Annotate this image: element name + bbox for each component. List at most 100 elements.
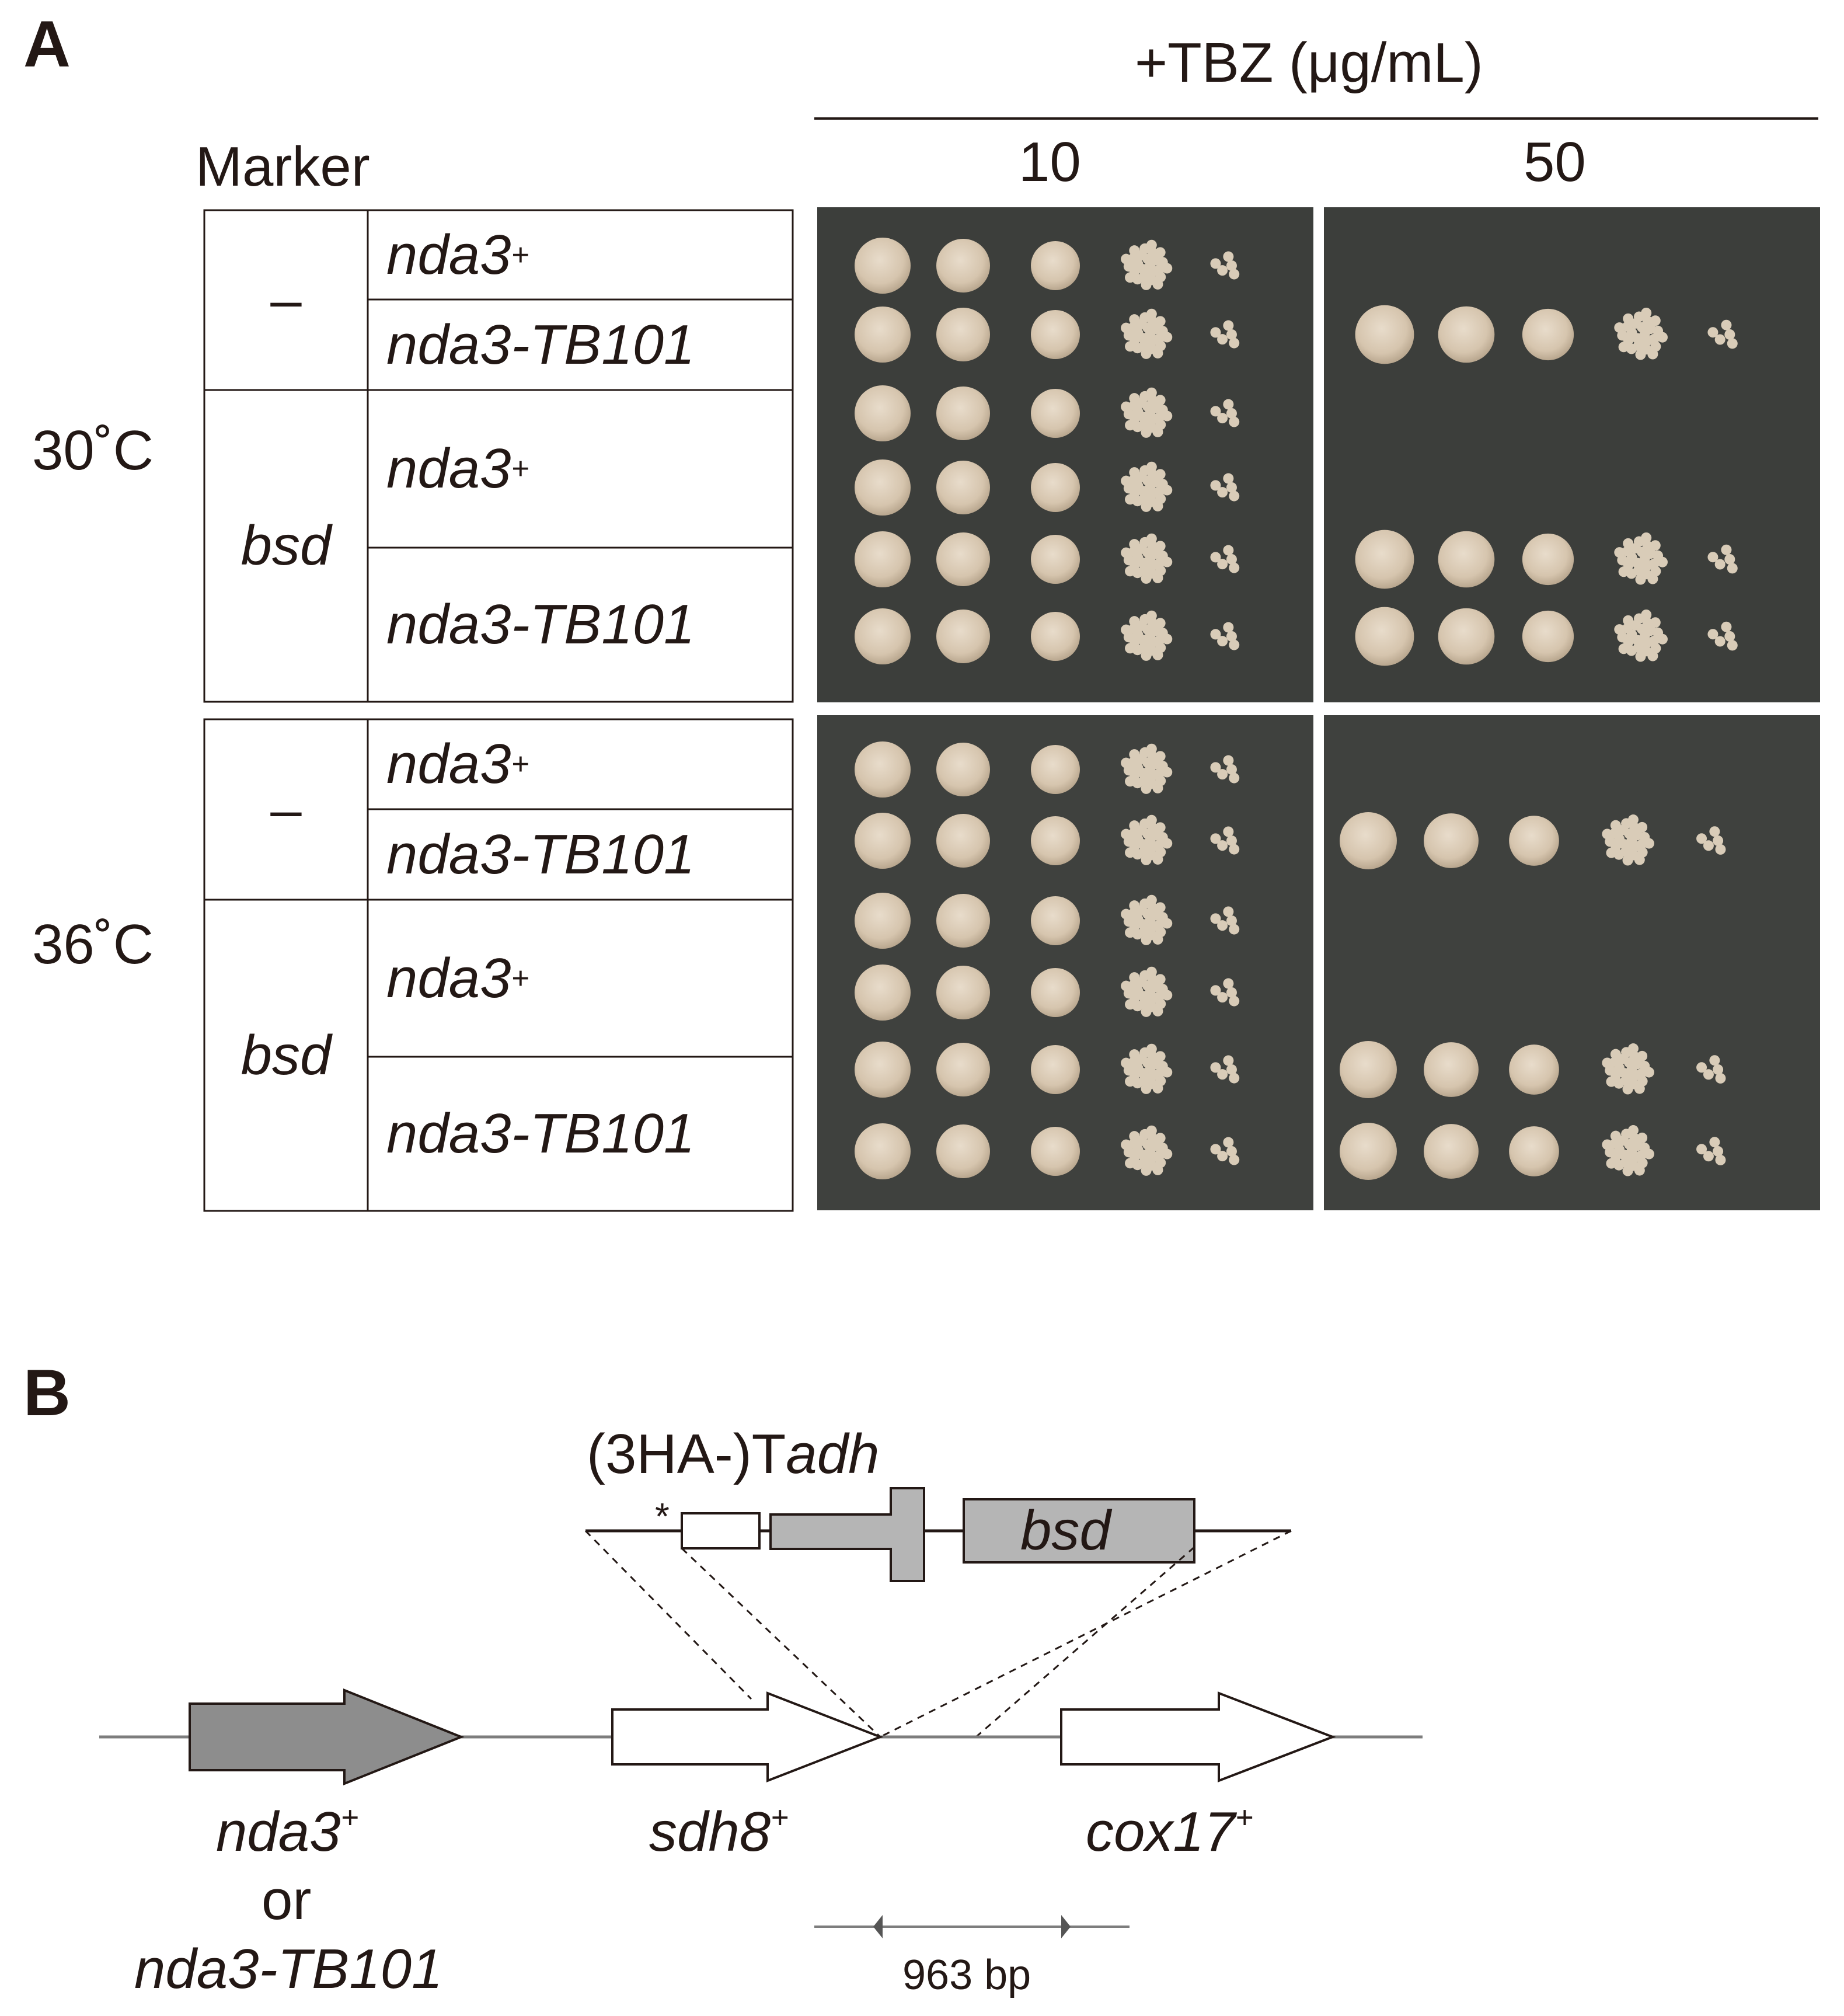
colony-spot <box>936 239 990 293</box>
colony-speck <box>1141 1165 1152 1176</box>
colony-spot <box>1031 1127 1080 1176</box>
colony-speck <box>1727 563 1738 574</box>
colony-speck <box>1223 1137 1234 1148</box>
colony-speck <box>1146 308 1157 319</box>
colony-speck <box>1715 1154 1726 1165</box>
colony-speck <box>1155 902 1166 913</box>
colony-speck <box>1606 847 1617 858</box>
colony-speck <box>1721 621 1732 632</box>
colony-speck <box>1155 618 1166 629</box>
colony-speck <box>1223 473 1234 484</box>
allele-cell: nda3+ <box>386 946 529 1009</box>
colony-speck <box>1129 467 1140 478</box>
colony-speck <box>1121 547 1132 558</box>
colony-spot <box>936 308 990 361</box>
colony-speck <box>1152 347 1163 358</box>
colony-speck <box>1125 643 1136 654</box>
colony-speck <box>1709 826 1720 837</box>
colony-spot <box>1355 305 1414 364</box>
colony-speck <box>1724 631 1735 642</box>
colony-spot <box>1509 816 1559 866</box>
colony-speck <box>1155 316 1166 327</box>
colony-spot <box>1031 310 1080 359</box>
colony-speck <box>1641 609 1652 620</box>
marker-cell-bsd-30: bsd <box>240 514 332 577</box>
colony-speck <box>1152 1164 1163 1175</box>
colony-spot <box>855 608 911 664</box>
colony-speck <box>1229 337 1240 349</box>
colony-speck <box>1641 532 1652 543</box>
colony-speck <box>1226 915 1237 926</box>
colony-speck <box>1129 314 1140 325</box>
colony-speck <box>1141 427 1152 438</box>
colony-speck <box>1152 854 1163 865</box>
colony-speck <box>1622 623 1633 634</box>
cox17-gene-arrow <box>1060 1691 1336 1782</box>
colony-speck <box>1223 622 1234 633</box>
colony-speck <box>1125 1158 1136 1169</box>
colony-speck <box>1210 833 1221 844</box>
colony-speck <box>1141 1083 1152 1094</box>
bsd-marker-box <box>963 1498 1195 1564</box>
colony-speck <box>1602 828 1613 840</box>
colony-speck <box>1226 329 1237 340</box>
colony-speck <box>1229 562 1240 573</box>
colony-speck <box>1614 624 1625 635</box>
tbz-header-rule <box>814 117 1818 120</box>
colony-speck <box>1146 1043 1157 1054</box>
colony-speck <box>1121 401 1132 412</box>
colony-speck <box>1125 566 1136 577</box>
colony-speck <box>1223 906 1234 917</box>
colony-speck <box>1129 1131 1140 1142</box>
colony-spot <box>1031 816 1080 865</box>
allele-cell: nda3-TB101 <box>386 1102 695 1165</box>
colony-speck <box>1129 1049 1140 1060</box>
colony-speck <box>1141 501 1152 512</box>
colony-speck <box>1125 272 1136 283</box>
colony-speck <box>1162 767 1173 778</box>
colony-speck <box>1618 643 1629 654</box>
allele-cell: nda3-TB101 <box>386 313 695 376</box>
distance-left-marker <box>873 1915 883 1938</box>
colony-speck <box>1609 827 1620 838</box>
colony-speck <box>1217 487 1228 498</box>
colony-speck <box>1643 1067 1654 1078</box>
colony-speck <box>1713 1064 1724 1075</box>
colony-spot <box>936 814 990 868</box>
colony-speck <box>1229 772 1240 784</box>
colony-speck <box>1121 1057 1132 1068</box>
allele-cell: nda3-TB101 <box>386 593 695 656</box>
colony-speck <box>1210 327 1221 338</box>
colony-speck <box>1152 572 1163 583</box>
colony-speck <box>1602 1057 1613 1068</box>
colony-speck <box>1609 1138 1620 1149</box>
colony-speck <box>1121 908 1132 920</box>
stop-codon-asterisk: * <box>655 1495 670 1537</box>
colony-spot <box>855 1042 911 1098</box>
colony-speck <box>1634 1165 1645 1176</box>
colony-spot <box>1031 968 1080 1017</box>
colony-speck <box>1627 1043 1639 1054</box>
colony-speck <box>1141 1006 1152 1017</box>
colony-speck <box>1162 1067 1173 1078</box>
sdh8-gene-arrow <box>611 1691 884 1782</box>
colony-speck <box>1226 482 1237 493</box>
marker-cell-none-30: – <box>270 269 302 331</box>
colony-speck <box>1641 307 1652 318</box>
colony-speck <box>1223 755 1234 766</box>
colony-spot <box>855 813 911 869</box>
colony-speck <box>1155 974 1166 985</box>
colony-speck <box>1141 650 1152 661</box>
colony-speck <box>1606 1076 1617 1087</box>
bsd-box-label: bsd <box>1020 1499 1111 1562</box>
colony-speck <box>1724 554 1735 565</box>
colony-speck <box>1210 1144 1221 1155</box>
colony-speck <box>1226 1146 1237 1157</box>
colony-speck <box>1229 995 1240 1007</box>
colony-speck <box>1627 814 1639 826</box>
colony-spot <box>936 966 990 1019</box>
colony-speck <box>1622 321 1633 332</box>
colony-speck <box>1635 349 1646 360</box>
